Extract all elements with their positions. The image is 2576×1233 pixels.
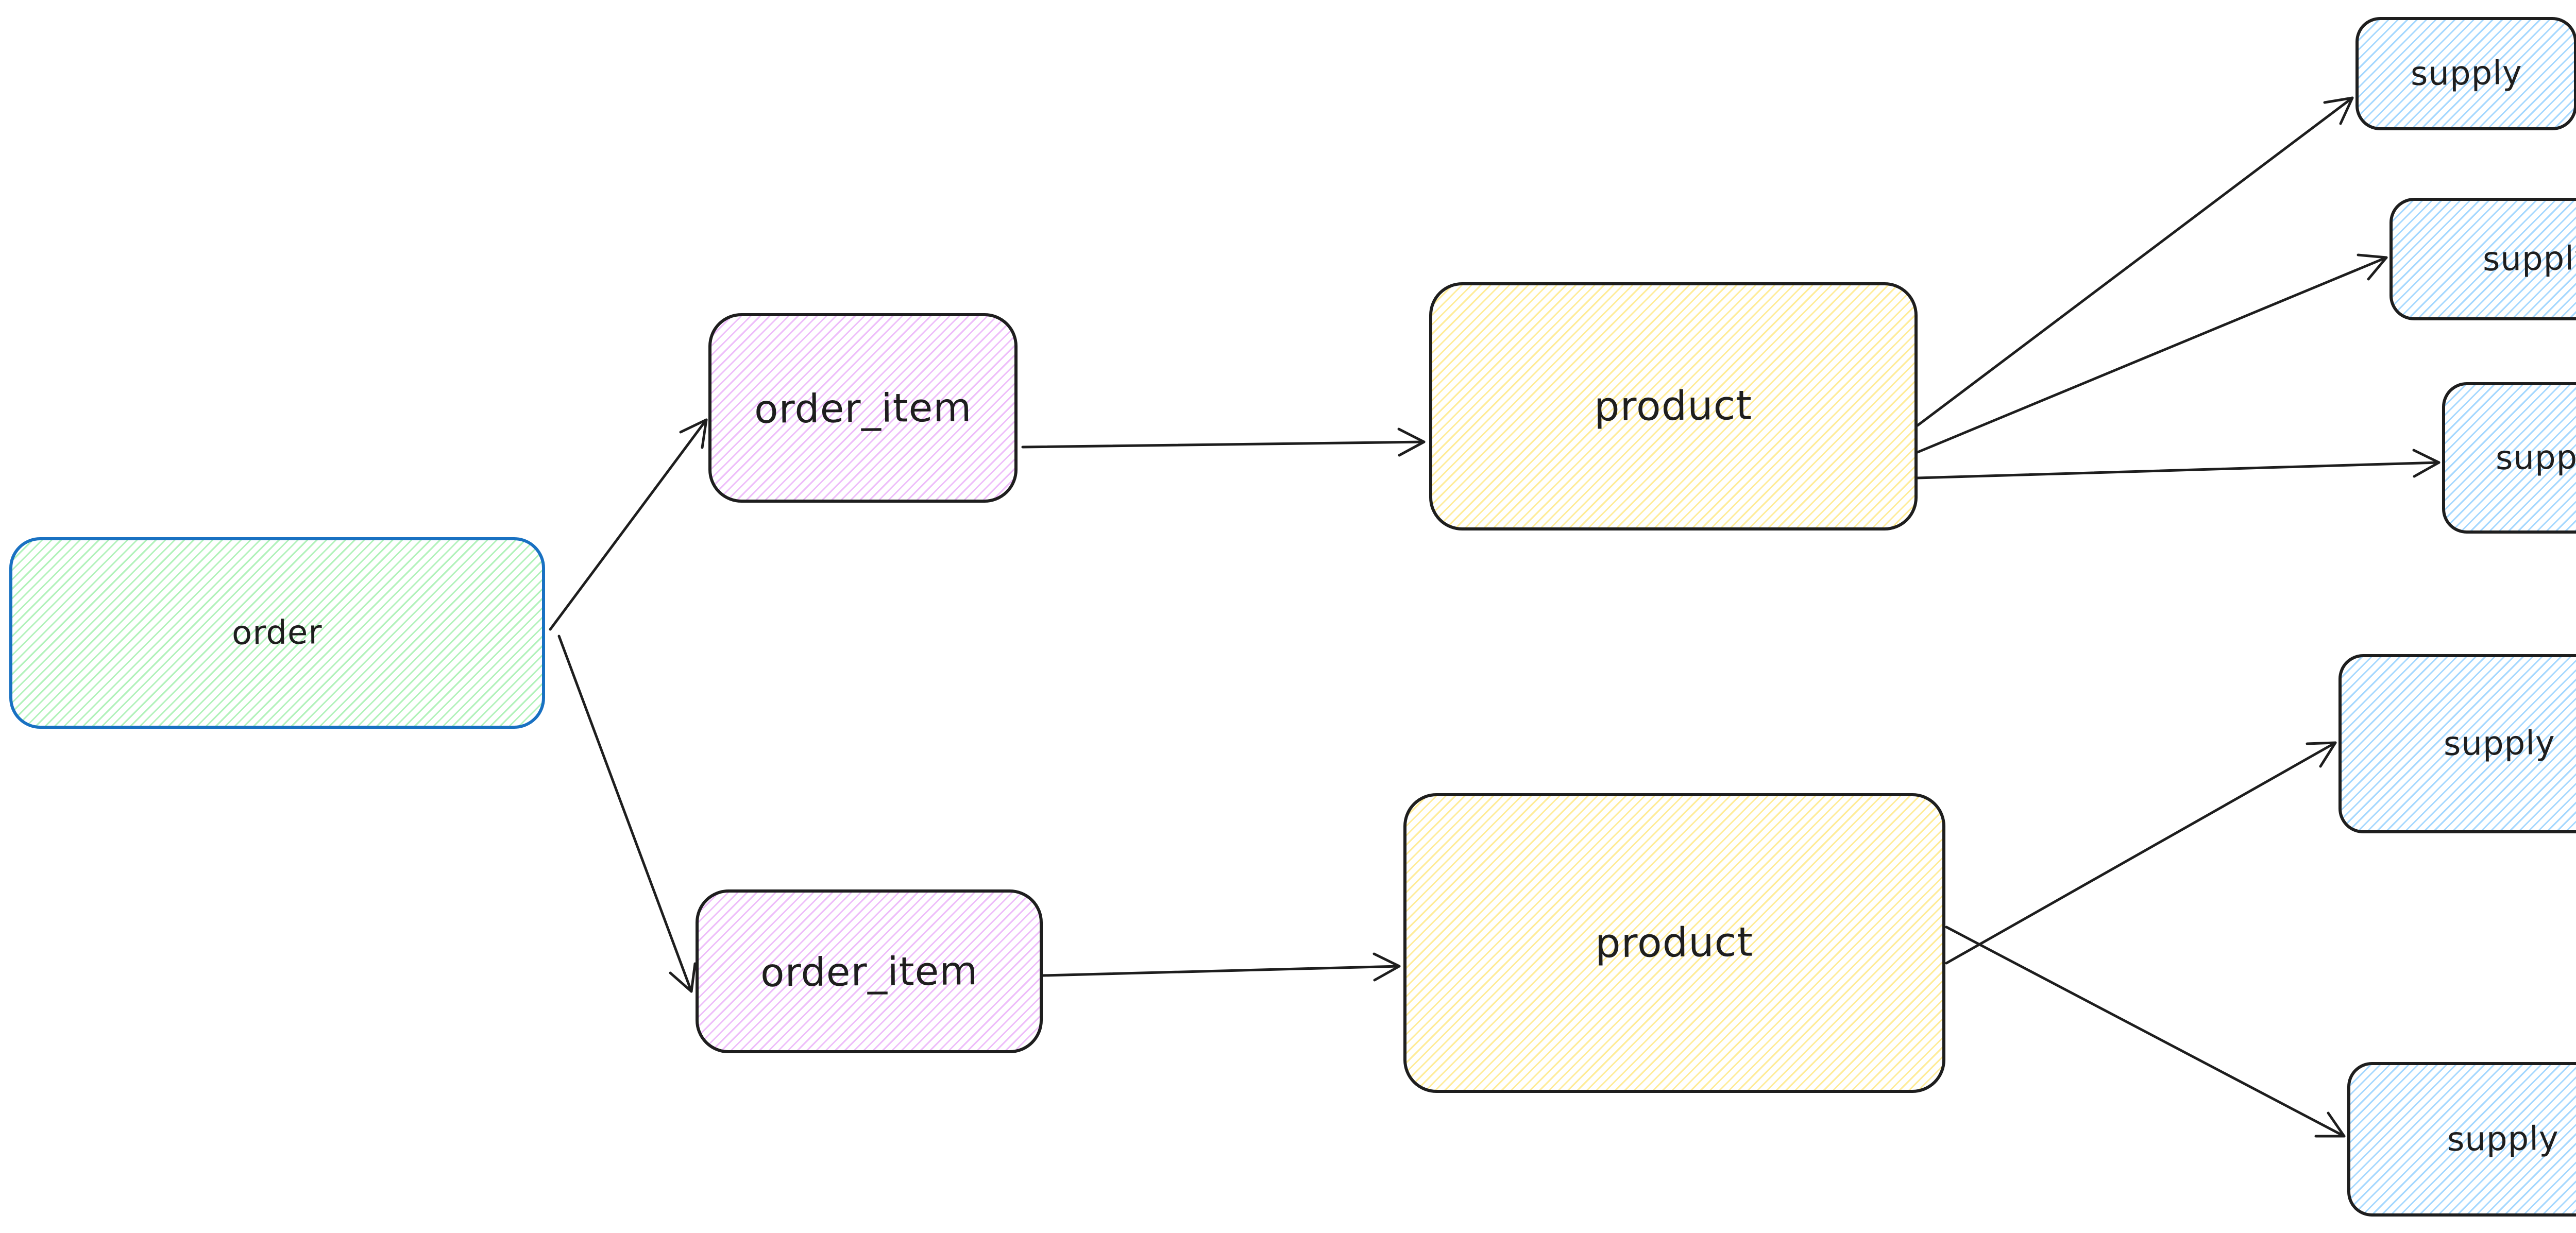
node-supply-4[interactable]: supply xyxy=(2338,654,2576,833)
node-supply-1[interactable]: supply xyxy=(2355,17,2576,130)
node-supply-1-label: supply xyxy=(2410,54,2522,93)
node-order-label: order xyxy=(231,613,323,653)
node-order-item-bottom-label: order_item xyxy=(760,947,978,996)
node-product-bottom[interactable]: product xyxy=(1403,793,1945,1093)
arrow-order-to-order-item-bottom[interactable] xyxy=(557,635,697,993)
arrow-product-bottom-to-supply-4[interactable] xyxy=(1945,741,2337,965)
node-order-item-bottom[interactable]: order_item xyxy=(696,889,1043,1053)
node-product-top-label: product xyxy=(1594,382,1753,431)
node-supply-5[interactable]: supply xyxy=(2347,1062,2576,1217)
node-supply-5-label: supply xyxy=(2447,1120,2560,1159)
node-supply-2-label: supply xyxy=(2482,239,2576,279)
node-order[interactable]: order xyxy=(9,537,545,729)
node-supply-4-label: supply xyxy=(2443,724,2556,763)
arrow-product-bottom-to-supply-5[interactable] xyxy=(1945,926,2346,1138)
arrow-order-item-bottom-to-product-bottom[interactable] xyxy=(1042,952,1401,982)
arrow-product-top-to-supply-3[interactable] xyxy=(1916,449,2441,480)
node-product-bottom-label: product xyxy=(1595,919,1754,967)
arrow-order-item-top-to-product-top[interactable] xyxy=(1021,427,1426,457)
arrow-product-top-to-supply-2[interactable] xyxy=(1916,253,2388,454)
arrow-order-to-order-item-top[interactable] xyxy=(549,418,708,631)
node-product-top[interactable]: product xyxy=(1429,282,1918,530)
node-supply-3-label: supply xyxy=(2495,438,2576,477)
node-supply-3[interactable]: supply xyxy=(2442,382,2576,534)
node-supply-2[interactable]: supply xyxy=(2389,198,2576,320)
node-order-item-top-label: order_item xyxy=(754,384,972,432)
node-order-item-top[interactable]: order_item xyxy=(708,313,1018,503)
arrow-product-top-to-supply-1[interactable] xyxy=(1916,96,2354,427)
